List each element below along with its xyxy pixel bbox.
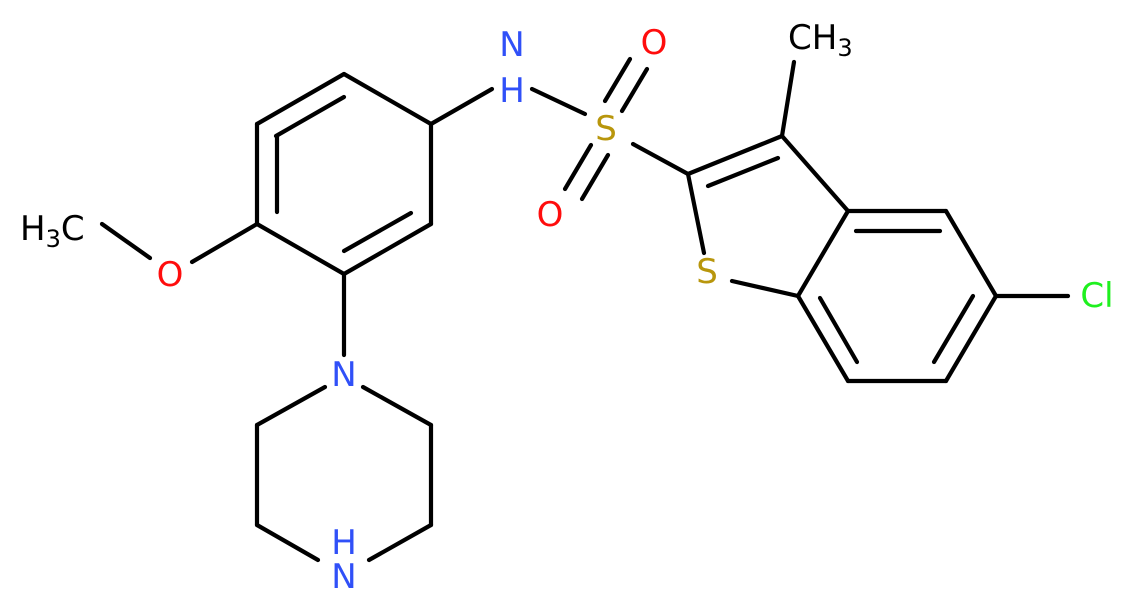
atom-n-piperazine-bottom: N — [331, 557, 356, 597]
bond-c4-c5 — [943, 208, 999, 299]
atom-h-piperazine: H — [331, 523, 357, 563]
atom-o-sulfonyl-top: O — [641, 23, 668, 63]
bond-c7-c7a-inner — [817, 295, 860, 365]
bond-ring1-lower-right-inner — [341, 210, 414, 254]
bond-c2-c3-inner — [705, 155, 781, 189]
atom-h-amide: H — [499, 71, 525, 111]
bond-s-o-bottom-b — [579, 152, 611, 202]
atom-methyl-left: H3C — [20, 209, 85, 253]
atom-s-thiophene: S — [696, 252, 718, 292]
bond-c3-c3a — [779, 133, 851, 214]
bond-c3-ch3 — [779, 59, 797, 139]
bond-s-o-bottom-a — [562, 142, 594, 192]
bond-s1-c2 — [685, 171, 707, 256]
bond-c2-c3 — [685, 133, 785, 177]
bond-s-o-top-a — [602, 56, 633, 104]
bond-pip-n4-c5 — [366, 522, 434, 563]
bond-ring1-top — [254, 71, 347, 127]
bond-o-ch3-methoxy — [99, 221, 153, 261]
bond-c3a-c7a — [795, 208, 851, 299]
bond-c5-c6 — [943, 293, 999, 384]
bond-c7-c7a — [795, 293, 851, 384]
bond-ring1-lower-right — [341, 221, 434, 277]
bond-c7a-s1 — [729, 278, 801, 299]
bond-nh-s — [529, 86, 588, 117]
bond-ring1-lower-left — [254, 221, 347, 277]
bond-c-nh — [428, 86, 495, 127]
atom-labels: N H S O O CH3 H3C O S Cl N H N — [20, 18, 1114, 597]
bond-ring1-top-inner — [273, 94, 347, 139]
bond-pip-c3-n4 — [254, 522, 321, 563]
atom-n-amide: N — [499, 25, 524, 65]
atom-o-sulfonyl-bottom: O — [537, 195, 564, 235]
bonds — [99, 56, 1071, 563]
atom-methyl-right: CH3 — [788, 18, 853, 62]
bond-c-o-methoxy — [189, 221, 260, 265]
atom-n-piperazine-top: N — [331, 355, 356, 395]
bond-s-o-top-b — [619, 66, 650, 114]
atom-o-methoxy: O — [157, 255, 184, 295]
bond-pip-c6-n1 — [360, 384, 434, 428]
bond-ring1-upper-right — [341, 71, 434, 127]
bond-c5-c6-inner — [931, 293, 976, 365]
bond-pip-n1-c2 — [254, 384, 328, 428]
atom-cl: Cl — [1080, 276, 1113, 316]
bond-s-c2 — [630, 141, 691, 177]
atom-s-sulfonyl: S — [595, 109, 617, 149]
